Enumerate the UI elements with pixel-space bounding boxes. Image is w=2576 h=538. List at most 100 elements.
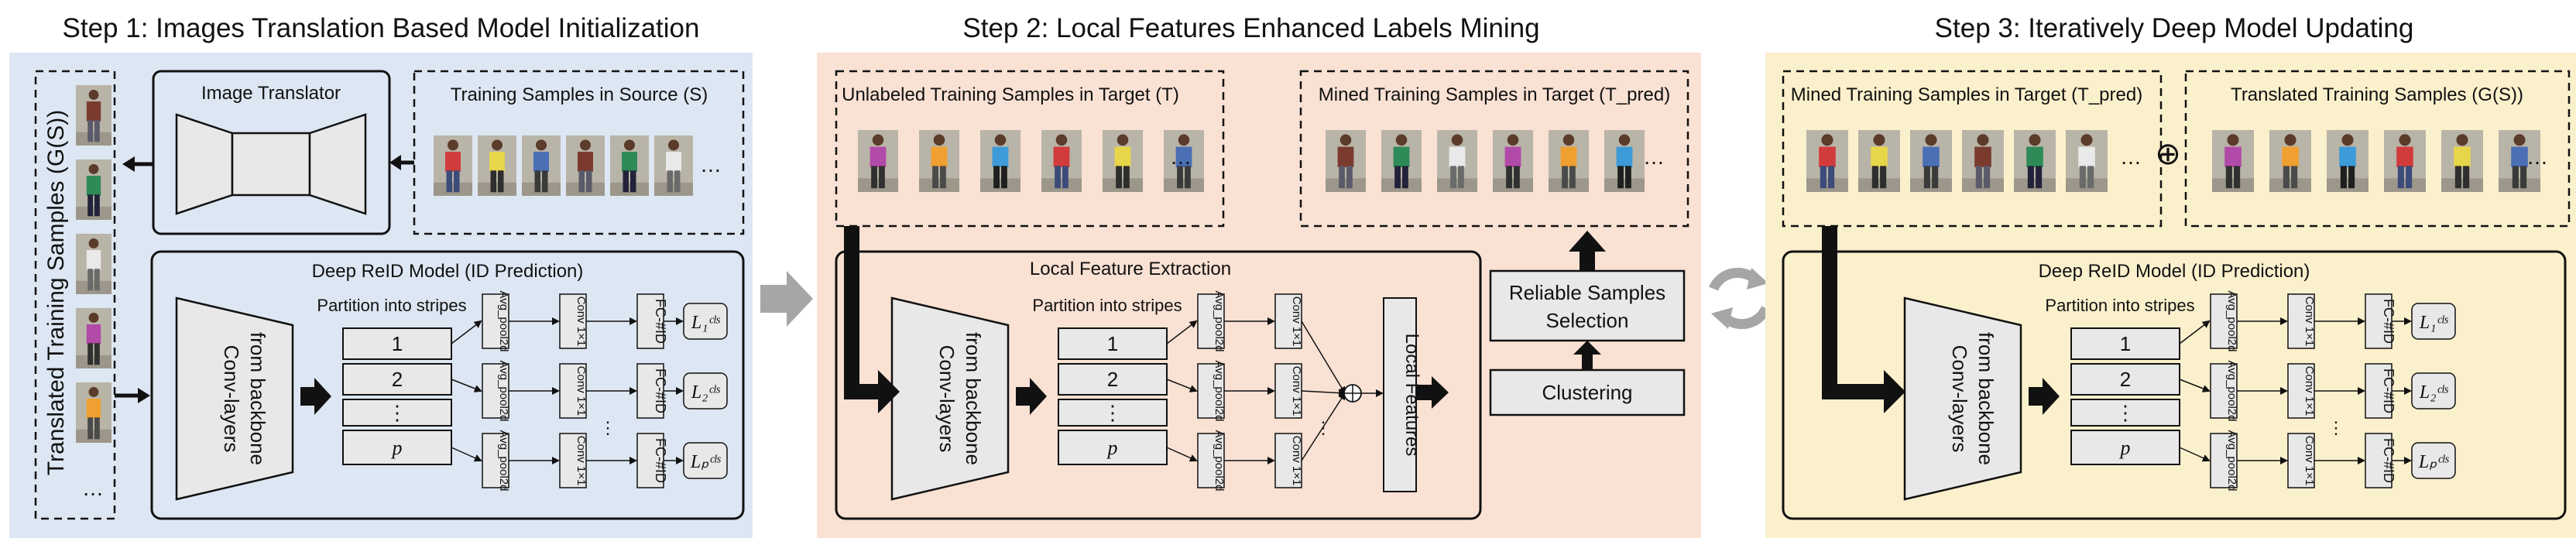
conv-to-concat-arrow: [1301, 320, 1346, 395]
avg-pool-box: [2210, 433, 2238, 488]
backbone-to-stripes-arrow: [300, 378, 331, 415]
mined-samples-box-step3: Mined Training Samples in Target (T_pred…: [1782, 70, 2163, 228]
unlabeled-samples-label: Unlabeled Training Samples in Target (T): [842, 84, 1179, 105]
stripe-1-label: 1: [392, 332, 403, 355]
fc-box: [2365, 363, 2392, 419]
fc-label: FC-#ID: [2381, 438, 2396, 483]
stripe-to-pool-arrow: [2179, 447, 2211, 462]
person-thumbnail: [919, 130, 959, 192]
conv1x1-box: [2287, 433, 2315, 488]
backbone-label: Conv-layers: [935, 345, 959, 453]
partition-label: Partition into stripes: [317, 296, 466, 315]
loss-label: Lₚᶜˡˢ: [690, 452, 721, 472]
backbone-trapezoid: [890, 296, 1010, 501]
image-translator-label: Image Translator: [201, 83, 341, 104]
fc-label: FC-#ID: [2381, 368, 2396, 413]
conv1x1-label: Conv 1×1: [1290, 366, 1303, 416]
person-thumbnail: [1437, 130, 1477, 192]
iterate-cycle-icon: [1709, 267, 1771, 330]
person-thumbnail: [76, 159, 111, 220]
conv1x1-label: Conv 1×1: [2303, 436, 2316, 486]
loss-label: L₁ᶜˡˢ: [691, 313, 720, 333]
reliable-samples-selection-box: Reliable Samples Selection: [1489, 269, 1686, 342]
stripe-2: [2070, 363, 2180, 396]
person-thumbnail: [76, 234, 111, 294]
loss-label: Lₚᶜˡˢ: [2418, 452, 2449, 472]
reliable-to-mined-arrow: [1569, 231, 1606, 271]
fc-box: [2365, 293, 2392, 349]
stripe-to-pool-arrow: [2179, 379, 2211, 392]
conv1x1-box: [559, 433, 587, 488]
stripe-to-pool-arrow: [1166, 447, 1198, 462]
person-thumbnail: [2014, 130, 2056, 192]
person-thumbnail: [2066, 130, 2108, 192]
backbone-label: from backbone: [962, 332, 985, 465]
person-thumbnail: [566, 135, 605, 196]
step1-arrows: [115, 155, 414, 403]
avg-pool-label: Avg_pool2d: [497, 430, 510, 492]
stripe-dots-label: ⋮: [2115, 401, 2135, 424]
conv1x1-label: Conv 1×1: [575, 296, 588, 347]
person-thumbnail: [2384, 130, 2426, 192]
loss-box: [683, 303, 728, 340]
backbone-label: Conv-layers: [220, 345, 243, 453]
conv-to-concat-arrow: [1301, 389, 1346, 397]
conv1x1-box: [2287, 293, 2315, 349]
fc-label: FC-#ID: [653, 368, 668, 413]
strip-ellipsis: …: [82, 476, 104, 500]
person-thumbnail: [1962, 130, 2004, 192]
stripe-to-pool-arrow: [451, 447, 482, 462]
backbone-label: Conv-layers: [1948, 345, 1971, 453]
loss-label: L₂ᶜˡˢ: [691, 382, 720, 403]
person-thumbnail: [1103, 130, 1143, 192]
conv1x1-label: Conv 1×1: [2303, 296, 2316, 347]
unlabeled-to-backbone-arrow: [844, 226, 900, 413]
person-thumbnail: [1806, 130, 1848, 192]
avg-pool-label: Avg_pool2d: [497, 361, 510, 422]
translated-person-thumbnails-step3: [2212, 130, 2540, 192]
avg-pool-box: [482, 363, 509, 419]
person-thumbnail: [1326, 130, 1366, 192]
backbone-to-stripes-arrow: [1016, 378, 1047, 415]
stripe-2: [342, 363, 452, 396]
source-samples-label: Training Samples in Source (S): [451, 84, 708, 105]
conv1x1-label: Conv 1×1: [1290, 296, 1303, 347]
avg-pool-label: Avg_pool2d: [1213, 361, 1226, 422]
reid-model-step3: Deep ReID Model (ID Prediction) Conv-lay…: [1782, 250, 2567, 520]
fc-label: FC-#ID: [653, 438, 668, 483]
avg-pool-box: [482, 433, 509, 488]
avg-pool-label: Avg_pool2d: [2225, 291, 2238, 352]
decoder-shape: [308, 113, 367, 215]
person-thumbnail: [76, 308, 111, 368]
stripe-to-pool-arrow: [2179, 320, 2211, 344]
mined-person-thumbnails-step3: [1806, 130, 2108, 192]
loss-label: L₂ᶜˡˢ: [2419, 382, 2448, 403]
stripe-to-pool-arrow: [1166, 379, 1198, 392]
reid-model-step1: Deep ReID Model (ID Prediction) Conv-lay…: [150, 250, 745, 520]
clustering-to-reliable-arrow: [1573, 341, 1601, 370]
stripe-2-label: 2: [2120, 368, 2131, 391]
reid-title-step3: Deep ReID Model (ID Prediction): [2039, 261, 2310, 282]
combine-plus-icon: ⊕: [2155, 137, 2181, 171]
avg-pool-label: Avg_pool2d: [497, 291, 510, 352]
conv1x1-box: [1274, 363, 1302, 419]
avg-pool-label: Avg_pool2d: [2225, 361, 2238, 422]
avg-pool-box: [482, 293, 509, 349]
translated-samples-label-step3: Translated Training Samples (G(S)): [2231, 84, 2523, 105]
mined-person-thumbnails-step2: [1326, 130, 1645, 192]
person-thumbnail: [1041, 130, 1082, 192]
translated-samples-box-step3: Translated Training Samples (G(S)) …: [2184, 70, 2571, 228]
stripe-1: [2070, 327, 2180, 360]
reliable-label-2: Selection: [1546, 309, 1629, 332]
loss-box: [2411, 303, 2456, 340]
stripe-2-label: 2: [392, 368, 403, 391]
clustering-label: Clustering: [1542, 381, 1632, 404]
rows-ellipsis: ⋮: [599, 418, 616, 437]
source-person-thumbnails: [434, 135, 693, 196]
person-thumbnail: [2441, 130, 2483, 192]
